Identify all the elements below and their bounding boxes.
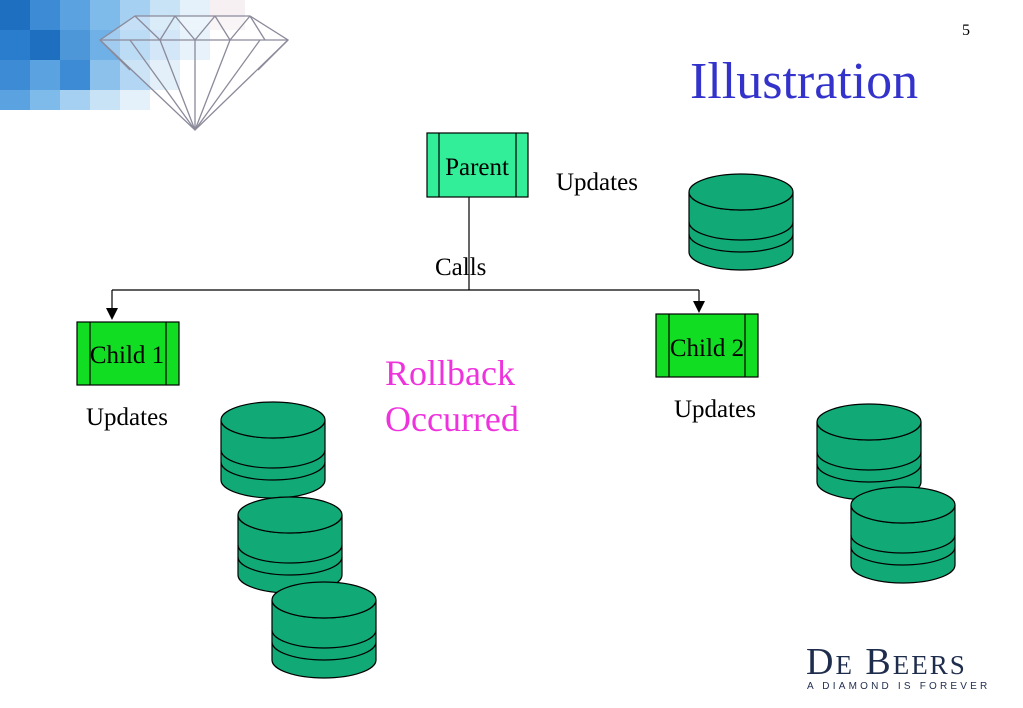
rollback-line1: Rollback [385, 353, 515, 393]
page-number: 5 [962, 22, 970, 39]
diamond-icon [98, 15, 290, 131]
child2-label: Child 2 [670, 335, 744, 362]
parent-database-icon [688, 173, 794, 271]
rollback-line2: Occurred [385, 399, 519, 439]
brand-logo-name: De Beers [806, 641, 967, 683]
child1-database-icon-2 [237, 496, 343, 594]
child1-process-box: Child 1 [76, 321, 180, 386]
child1-database-icon-1 [220, 401, 326, 499]
child2-updates-label: Updates [674, 396, 756, 423]
child1-label: Child 1 [90, 342, 164, 369]
brand-tagline: A DIAMOND IS FOREVER [807, 681, 991, 692]
call-connectors [106, 197, 705, 320]
rollback-notice: Rollback Occurred [385, 350, 519, 442]
child2-database-icon-1 [816, 403, 922, 501]
parent-process-box: Parent [426, 132, 529, 198]
child2-process-box: Child 2 [655, 313, 759, 378]
child2-database-icon-2 [850, 486, 956, 584]
calls-label: Calls [435, 254, 487, 281]
slide-title: Illustration [690, 53, 919, 110]
parent-label: Parent [445, 154, 509, 181]
blue-mosaic-graphic [0, 0, 245, 110]
child1-database-icon-3 [271, 581, 377, 679]
parent-updates-label: Updates [556, 169, 638, 196]
child1-updates-label: Updates [86, 404, 168, 431]
